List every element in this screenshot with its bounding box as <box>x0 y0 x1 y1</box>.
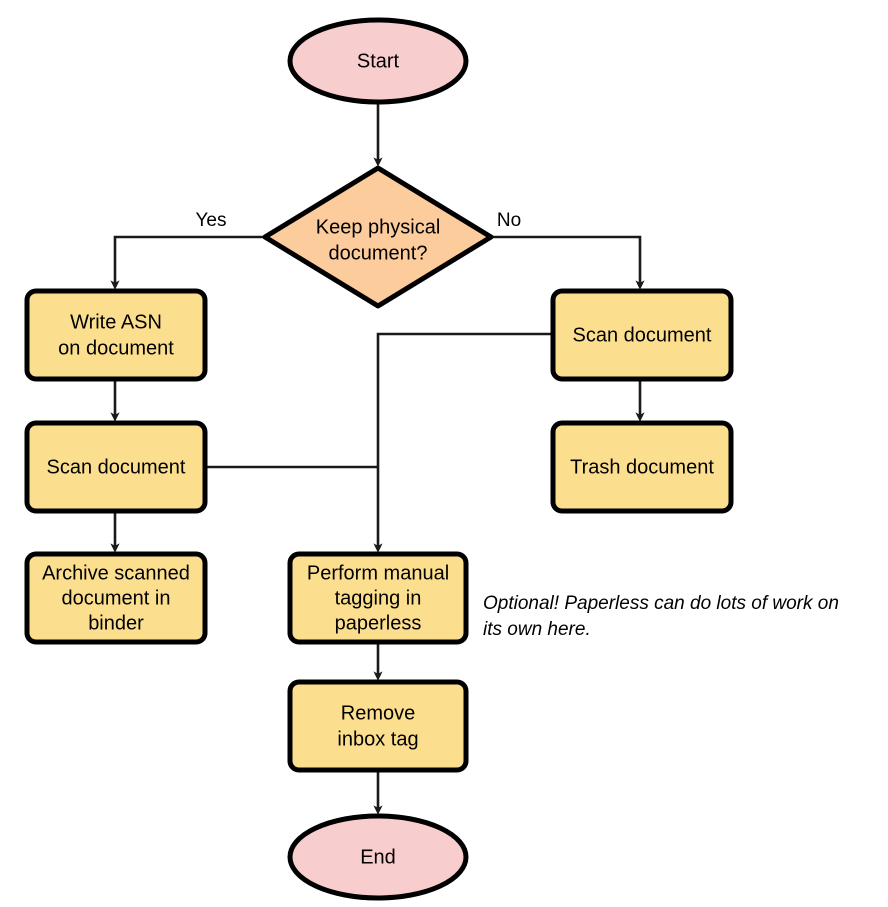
remove-inbox-box-shape <box>287 679 469 773</box>
scan-document-right-box-shape <box>550 288 734 382</box>
edge-scan-document-right-to-manual-tagging <box>373 332 553 553</box>
write-asn-label-line1: Write ASN <box>70 311 162 333</box>
trash-document-label: Trash document <box>570 456 714 478</box>
start-label: Start <box>357 50 400 72</box>
trash-document-box-shape <box>550 420 734 514</box>
manual-tagging-box-shape <box>287 551 469 645</box>
end-label: End <box>360 846 396 868</box>
archive-label-line1: Archive scanned <box>42 562 190 584</box>
manual-tagging-label-line2: tagging in <box>335 587 422 609</box>
edge-label-yes: Yes <box>196 210 227 231</box>
remove-inbox-label-line2: inbox tag <box>337 728 418 750</box>
annotation-line1: Optional! Paperless can do lots of work … <box>483 593 839 614</box>
manual-tagging-label-line1: Perform manual <box>307 562 449 584</box>
edge-layer <box>110 102 645 815</box>
node-end[interactable]: End <box>287 813 469 901</box>
node-decision-keep-physical-document[interactable]: Keep physical document? <box>262 165 494 309</box>
edge-decision-no-to-scan-document <box>491 235 645 290</box>
archive-label-line2: document in <box>62 587 171 609</box>
scan-document-left-box-shape <box>24 420 208 514</box>
edge-decision-yes-to-write-asn <box>110 235 265 290</box>
node-scan-document-left[interactable]: Scan document <box>24 420 208 514</box>
write-asn-label-line2: on document <box>58 337 174 359</box>
node-trash-document[interactable]: Trash document <box>550 420 734 514</box>
end-ellipse-shape <box>287 813 469 901</box>
node-scan-document-right[interactable]: Scan document <box>550 288 734 382</box>
archive-label-line3: binder <box>88 612 144 634</box>
edge-label-no: No <box>497 210 521 231</box>
decision-label-line2: document? <box>329 242 428 264</box>
edge-label-layer: Yes No <box>196 210 522 231</box>
write-asn-box-shape <box>24 288 208 382</box>
node-perform-manual-tagging[interactable]: Perform manual tagging in paperless <box>287 551 469 645</box>
remove-inbox-label-line1: Remove <box>341 702 415 724</box>
node-archive-scanned-document[interactable]: Archive scanned document in binder <box>24 551 208 645</box>
node-remove-inbox-tag[interactable]: Remove inbox tag <box>287 679 469 773</box>
manual-tagging-label-line3: paperless <box>335 612 422 634</box>
node-start[interactable]: Start <box>287 17 469 105</box>
decision-label-line1: Keep physical <box>316 216 441 238</box>
decision-diamond-shape <box>262 165 494 309</box>
archive-box-shape <box>24 551 208 645</box>
annotation-line2: its own here. <box>483 619 591 640</box>
start-ellipse-shape <box>287 17 469 105</box>
annotation-optional-paperless: Optional! Paperless can do lots of work … <box>483 593 839 640</box>
node-write-asn-on-document[interactable]: Write ASN on document <box>24 288 208 382</box>
scan-document-left-label: Scan document <box>47 456 186 478</box>
scan-document-right-label: Scan document <box>573 324 712 346</box>
